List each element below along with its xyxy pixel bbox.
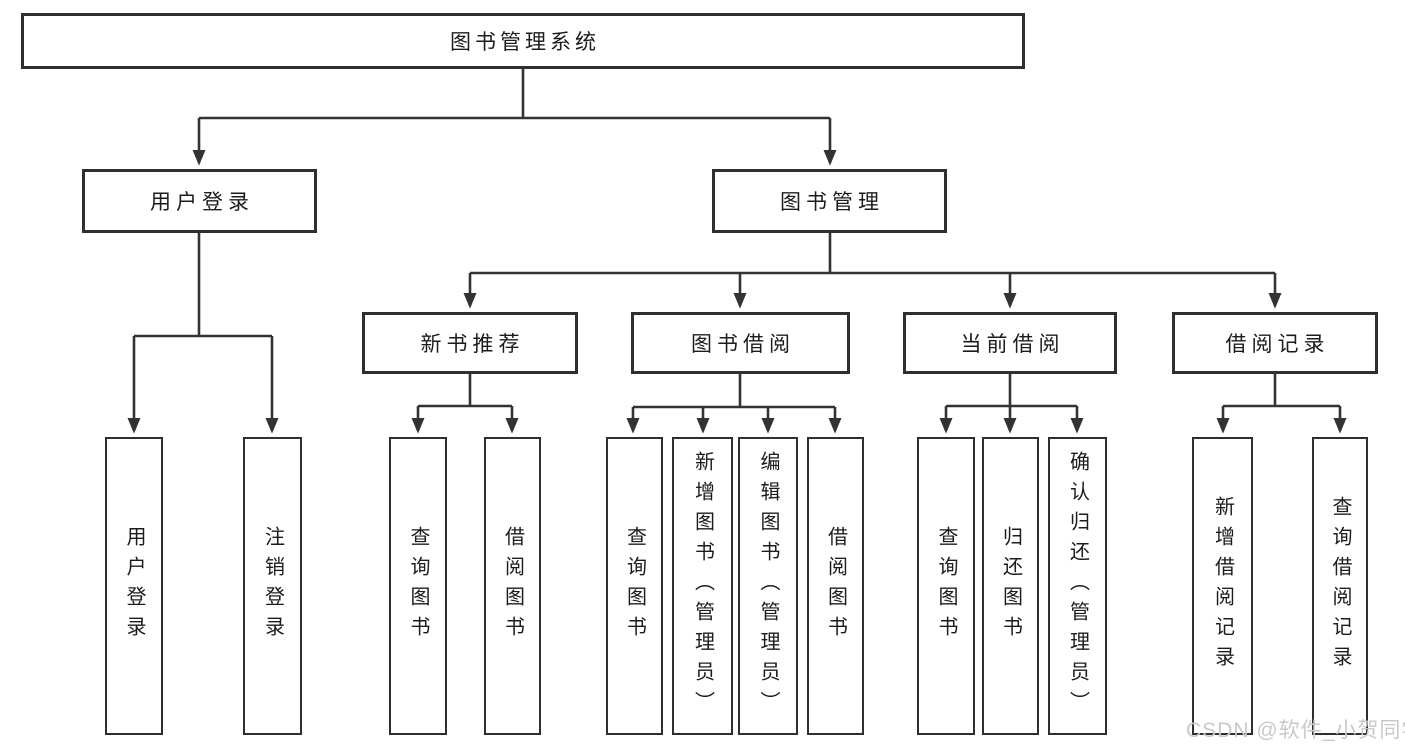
node-new-book-recommend-label: 新书推荐: [420, 333, 525, 356]
leaf-logout: 注销登录: [243, 437, 302, 735]
leaf-borrowing-query-books-label: 查询图书: [623, 526, 646, 646]
leaf-borrowing-borrow-books: 借阅图书: [807, 437, 864, 735]
node-root-system-label: 图书管理系统: [450, 31, 600, 54]
leaf-current-return-books: 归还图书: [982, 437, 1039, 735]
node-book-borrowing-label: 图书借阅: [691, 333, 795, 356]
node-user-login-label: 用户登录: [150, 191, 254, 214]
node-book-borrowing: 图书借阅: [631, 312, 850, 374]
leaf-borrowing-edit-books-admin: 编辑图书（管理员）: [738, 437, 798, 735]
leaf-current-confirm-return-admin: 确认归还（管理员）: [1048, 437, 1107, 735]
leaf-borrowing-add-books-admin: 新增图书（管理员）: [672, 437, 733, 735]
leaf-newrec-borrow-books-label: 借阅图书: [501, 526, 524, 646]
leaf-records-add-record-label: 新增借阅记录: [1211, 496, 1234, 676]
leaf-user-login-label: 用户登录: [123, 526, 145, 646]
node-current-borrowing: 当前借阅: [903, 312, 1117, 374]
node-book-management-label: 图书管理: [780, 191, 884, 214]
node-borrowing-records: 借阅记录: [1172, 312, 1378, 374]
node-book-management: 图书管理: [712, 169, 947, 233]
leaf-user-login: 用户登录: [105, 437, 163, 735]
leaf-newrec-query-books: 查询图书: [389, 437, 447, 735]
node-root-system: 图书管理系统: [21, 13, 1025, 69]
leaf-logout-label: 注销登录: [261, 526, 284, 646]
leaf-current-confirm-return-admin-label: 确认归还（管理员）: [1066, 451, 1089, 721]
leaf-borrowing-edit-books-admin-label: 编辑图书（管理员）: [757, 451, 779, 721]
leaf-records-query-record-label: 查询借阅记录: [1329, 496, 1351, 676]
leaf-current-query-books: 查询图书: [917, 437, 975, 735]
leaf-borrowing-borrow-books-label: 借阅图书: [824, 526, 847, 646]
node-current-borrowing-label: 当前借阅: [960, 333, 1065, 356]
leaf-borrowing-query-books: 查询图书: [606, 437, 663, 735]
leaf-newrec-query-books-label: 查询图书: [407, 526, 429, 646]
leaf-current-return-books-label: 归还图书: [999, 526, 1022, 646]
leaf-records-query-record: 查询借阅记录: [1312, 437, 1368, 735]
leaf-records-add-record: 新增借阅记录: [1192, 437, 1253, 735]
leaf-borrowing-add-books-admin-label: 新增图书（管理员）: [691, 451, 714, 721]
node-new-book-recommend: 新书推荐: [362, 312, 578, 374]
leaf-newrec-borrow-books: 借阅图书: [484, 437, 541, 735]
node-borrowing-records-label: 借阅记录: [1225, 333, 1330, 356]
leaf-current-query-books-label: 查询图书: [935, 526, 957, 646]
csdn-watermark: CSDN @软件_小贺同学: [1186, 719, 1405, 742]
node-user-login: 用户登录: [82, 169, 317, 233]
